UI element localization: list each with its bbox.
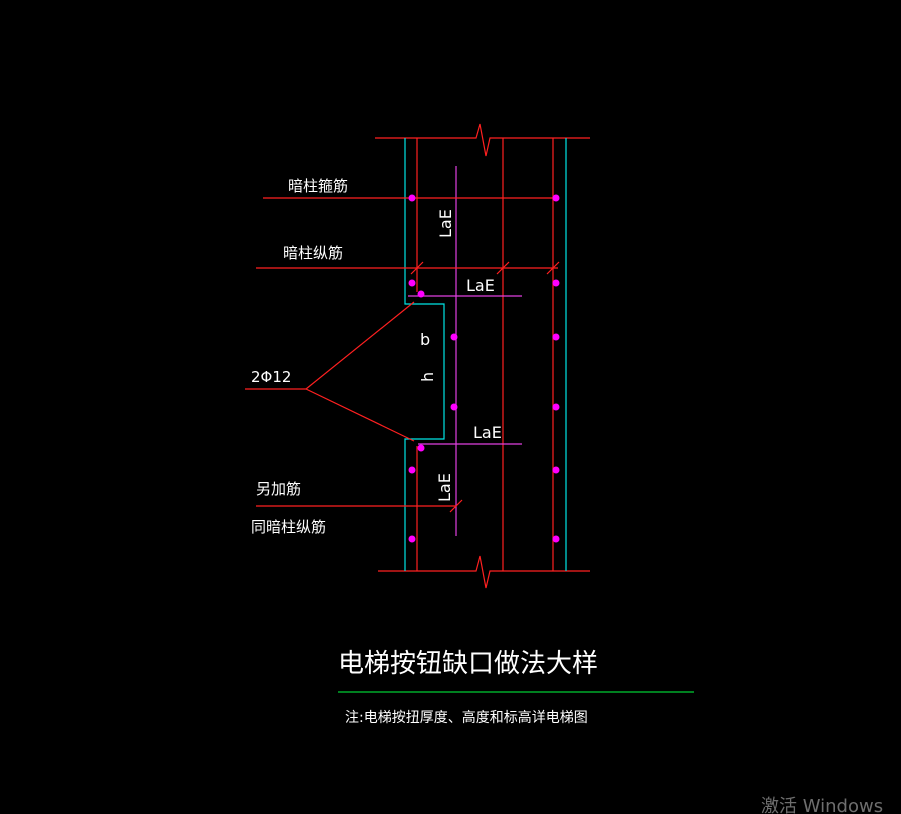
label-longitudinal: 暗柱纵筋 — [283, 244, 343, 262]
leader-lines — [245, 197, 558, 507]
label-same-as-longitudinal: 同暗柱纵筋 — [251, 518, 326, 536]
label-stirrup: 暗柱箍筋 — [288, 177, 348, 195]
dim-h: h — [418, 372, 437, 382]
bottom-break-line — [378, 555, 590, 589]
dim-lae-vertical-bottom: LaE — [435, 473, 454, 502]
label-2phi12: 2Φ12 — [251, 368, 291, 386]
rebar-dot — [552, 194, 560, 202]
drawing-title: 电梯按钮缺口做法大样 — [338, 649, 598, 679]
drawing-note: 注:电梯按扭厚度、高度和标高详电梯图 — [345, 709, 588, 726]
label-extra-rebar: 另加筋 — [256, 480, 301, 498]
wall-edges — [416, 138, 554, 571]
dim-lae-vertical-top: LaE — [436, 209, 455, 238]
rebar-dot — [450, 403, 458, 411]
rebar-dot — [552, 403, 560, 411]
dim-b: b — [420, 330, 430, 349]
rebar-dot — [552, 466, 560, 474]
rebar-dots — [408, 194, 560, 543]
rebar-dot — [450, 333, 458, 341]
rebar-dot — [408, 279, 416, 287]
concrete-outline — [404, 138, 567, 571]
dim-lae-horizontal-bottom: LaE — [473, 423, 502, 442]
rebar-lines — [408, 166, 522, 536]
rebar-dot — [552, 535, 560, 543]
rebar-dot — [408, 535, 416, 543]
windows-activation-watermark: 激活 Windows — [761, 796, 883, 814]
dimension-ticks — [410, 261, 560, 513]
top-break-line — [375, 123, 590, 157]
rebar-dot — [552, 333, 560, 341]
rebar-dot — [552, 279, 560, 287]
rebar-dot — [417, 444, 425, 452]
rebar-dot — [408, 194, 416, 202]
rebar-dot — [408, 466, 416, 474]
dim-lae-horizontal-top: LaE — [466, 276, 495, 295]
rebar-dot — [417, 290, 425, 298]
